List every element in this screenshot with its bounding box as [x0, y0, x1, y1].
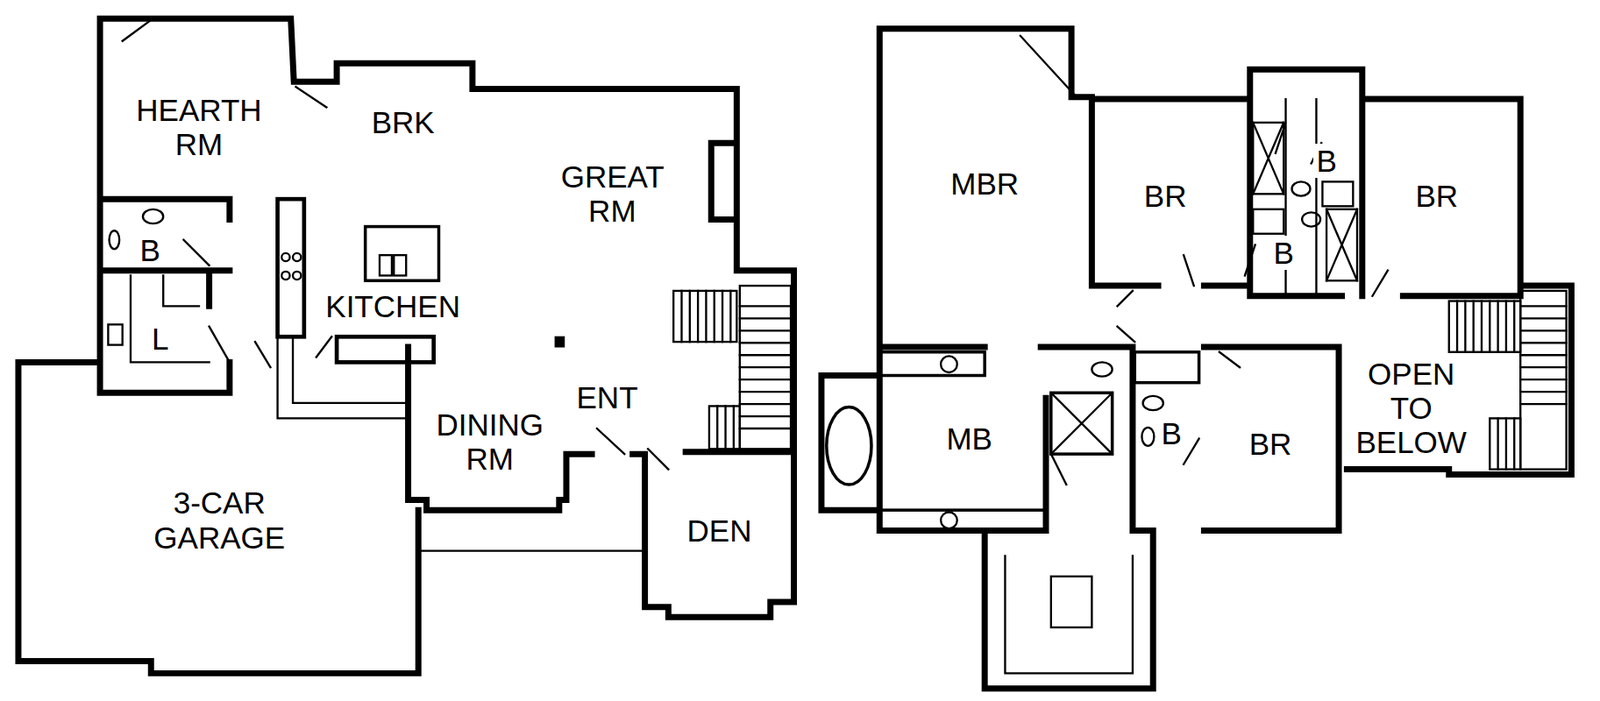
stairs [673, 285, 791, 449]
room-label: B [1271, 235, 1297, 271]
counter [336, 336, 434, 363]
room-label: BR [1141, 178, 1190, 214]
stair [739, 285, 791, 449]
stair [709, 405, 740, 449]
room-label: ENT [574, 380, 641, 415]
tub [1326, 209, 1358, 281]
burner [281, 253, 290, 262]
stair [673, 291, 737, 342]
sink [379, 255, 392, 276]
burner [281, 271, 290, 280]
treads [739, 305, 791, 429]
toilet [1292, 181, 1311, 196]
thin-wall [122, 18, 669, 552]
room-label: 3-CAR GARAGE [150, 485, 288, 555]
treads [1498, 418, 1515, 470]
tub [1252, 122, 1284, 194]
room-label: DEN [684, 513, 755, 548]
room-label: B [1158, 416, 1184, 451]
shower [1051, 392, 1113, 455]
toilet [1301, 212, 1321, 227]
wall [18, 18, 795, 674]
treads [1457, 301, 1515, 353]
room-label: KITCHEN [322, 289, 463, 324]
thin-wall [1004, 35, 1387, 674]
sink [940, 355, 958, 373]
room-label: BR [1246, 426, 1295, 462]
toilet [1143, 396, 1164, 411]
burner [292, 253, 301, 262]
room-label: MB [943, 421, 996, 456]
island [365, 227, 440, 282]
sink [940, 512, 958, 529]
stair [1449, 301, 1521, 353]
island [1051, 576, 1093, 628]
sink [393, 255, 406, 276]
sink [1141, 427, 1154, 447]
vanity [879, 510, 1046, 531]
wall [821, 28, 1572, 690]
sink [1322, 181, 1353, 207]
room-label: OPEN TO BELOW [1352, 356, 1469, 461]
treads [717, 405, 734, 449]
room-label: MBR [947, 166, 1022, 201]
shower [1051, 392, 1113, 455]
treads [681, 291, 731, 342]
vanity [879, 352, 985, 377]
sink [1252, 209, 1284, 235]
tub [1326, 209, 1358, 281]
burner [292, 271, 301, 280]
treads [1520, 305, 1566, 405]
toilet [1091, 362, 1112, 377]
room-label: BR [1412, 178, 1461, 214]
room-label: HEARTH RM [133, 92, 264, 162]
appliance [107, 324, 122, 345]
room-label: B [1313, 143, 1339, 178]
walls [18, 18, 1572, 690]
counter [277, 199, 305, 337]
tub [826, 407, 872, 485]
stair [1489, 418, 1521, 470]
post [554, 336, 564, 348]
room-label: L [149, 321, 171, 356]
stair [1520, 291, 1566, 470]
room-label: DINING RM [433, 407, 547, 477]
room-label: BRK [369, 105, 438, 140]
sink [109, 230, 121, 249]
room-label: GREAT RM [558, 159, 667, 228]
room-label: B [136, 233, 163, 268]
toilet [142, 209, 164, 224]
tub [1252, 122, 1284, 194]
tub [1134, 352, 1199, 384]
